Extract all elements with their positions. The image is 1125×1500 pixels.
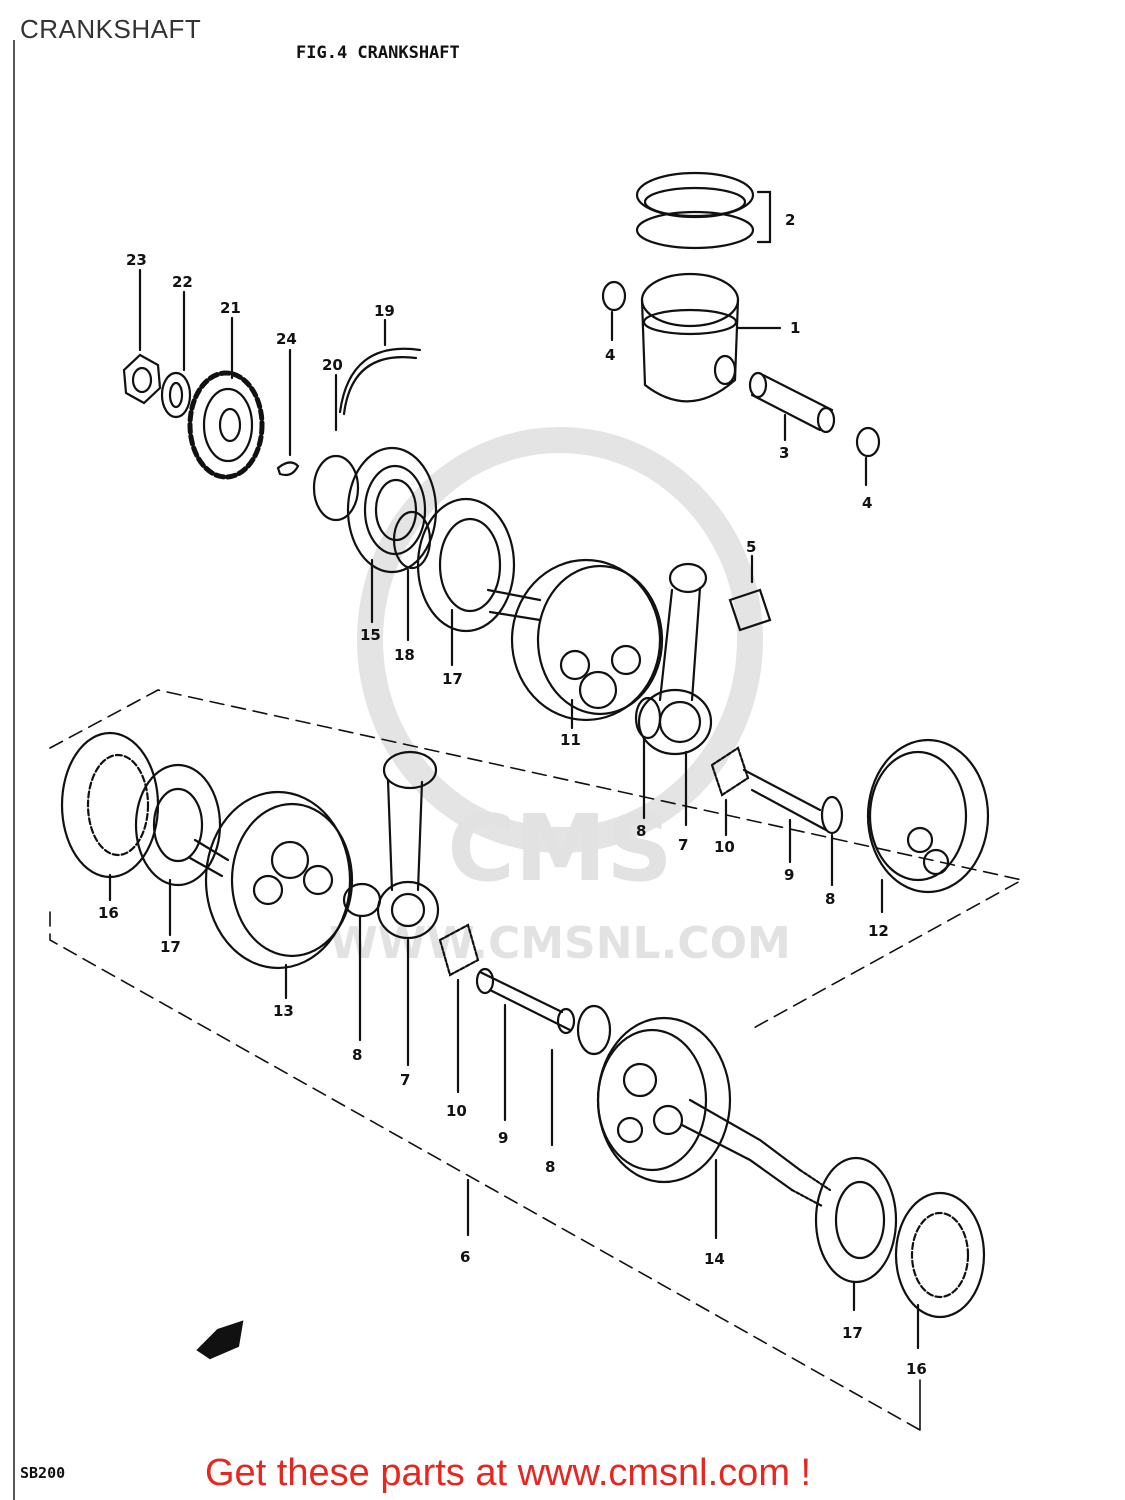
callout-label: 14 [704,1250,725,1268]
crank-half-upper-left [486,558,664,730]
piston-pin [748,371,836,442]
callout-label: 9 [784,866,794,884]
callout-label: 2 [785,211,795,229]
retainer-rings [312,318,422,522]
drive-gear-assembly [122,268,300,480]
callout-label: 8 [825,890,835,908]
callout-label: 9 [498,1129,508,1147]
connecting-rod-lower [342,750,612,1147]
callout-label: 20 [322,356,343,374]
callout-labels: 2 1 3 4 4 5 6 7 7 8 8 8 8 9 9 10 10 11 1… [98,211,927,1378]
watermark: CMS WWW.CMSNL.COM [329,427,791,969]
callout-label: 16 [906,1360,927,1378]
callout-label: 8 [636,822,646,840]
callout-label: 19 [374,302,395,320]
assembly-outline-bottom [49,911,921,1431]
callout-label: 3 [779,444,789,462]
callout-label: 21 [220,299,241,317]
crank-half-lower-right [596,1016,832,1240]
callout-label: 8 [352,1046,362,1064]
crank-half-upper-right [866,738,990,914]
callout-label: 10 [446,1102,467,1120]
callout-label: 22 [172,273,193,291]
callout-label: 18 [394,646,415,664]
callout-label: 16 [98,904,119,922]
callout-label: 4 [605,346,615,364]
callout-label: 10 [714,838,735,856]
page-title: CRANKSHAFT [20,14,202,44]
crank-pin-upper [710,746,844,887]
crank-half-lower-left [188,790,354,1000]
callout-label: 17 [442,670,463,688]
get-parts-link[interactable]: Get these parts at www.cmsnl.com ! [205,1452,812,1494]
circlips [601,280,881,487]
figure-title: FIG.4 CRANKSHAFT [296,43,460,63]
callout-label: 12 [868,922,889,940]
callout-label: 11 [560,731,581,749]
front-arrow-icon [196,1320,244,1360]
callout-label: 15 [360,626,381,644]
callout-label: 7 [678,836,688,854]
connecting-rod-upper [634,554,772,827]
callout-label: 6 [460,1248,470,1266]
callout-label: 17 [842,1324,863,1342]
callout-label: 13 [273,1002,294,1020]
lower-left-bearings [60,731,222,937]
watermark-brand: CMS [447,795,672,902]
left-bearings [346,446,516,667]
callout-label: 1 [790,319,800,337]
callout-label: 7 [400,1071,410,1089]
callout-label: 4 [862,494,872,512]
callout-label: 23 [126,251,147,269]
piston [640,272,782,403]
callout-label: 5 [746,538,756,556]
lower-right-bearings [814,1156,986,1350]
callout-label: 17 [160,938,181,956]
model-code: SB200 [20,1464,65,1482]
piston-rings [635,171,772,250]
watermark-url: WWW.CMSNL.COM [329,918,791,969]
callout-label: 24 [276,330,297,348]
callout-label: 8 [545,1158,555,1176]
